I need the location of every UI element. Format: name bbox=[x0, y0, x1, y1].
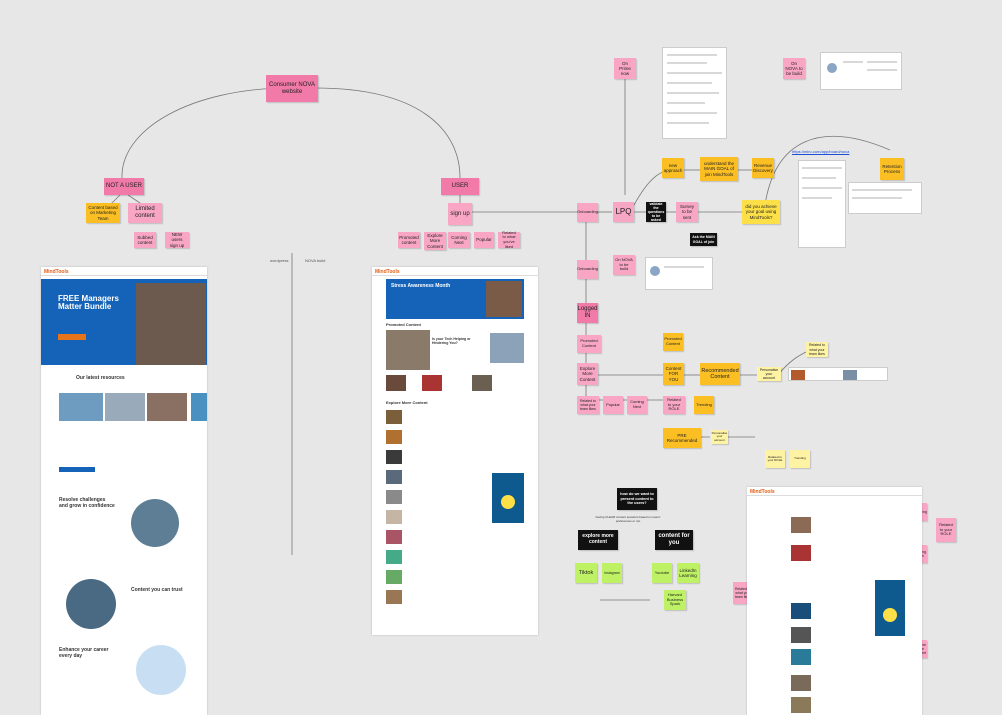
on-nova-top-note[interactable]: On NOVA to be build bbox=[783, 58, 805, 79]
yellow-mini-note[interactable]: Personalise your account bbox=[757, 367, 781, 381]
mid-hero: Stress Awareness Month bbox=[386, 279, 524, 319]
right-logo: MindTools bbox=[750, 489, 775, 495]
instagram-note[interactable]: Instagram bbox=[602, 563, 622, 583]
coming-next2-note[interactable]: Coming Next bbox=[627, 396, 647, 414]
revenue-discovery-note[interactable]: Revenue Discovery bbox=[752, 158, 774, 178]
new-users-note[interactable]: NEW users sign up bbox=[165, 232, 189, 248]
user-note[interactable]: USER bbox=[441, 178, 479, 195]
promoted-content-yellow-note[interactable]: Promoted Content bbox=[663, 333, 683, 351]
coming-next-note[interactable]: Coming Next bbox=[448, 232, 470, 248]
subbed-content-note[interactable]: Subbed content bbox=[134, 232, 156, 248]
survey-note[interactable]: Survey to be sent bbox=[676, 202, 698, 222]
promoted-content2-note[interactable]: Promoted Content bbox=[577, 335, 601, 353]
nova-screen-mockup bbox=[820, 52, 902, 90]
middle-site-mockup: MindTools Stress Awareness Month Promote… bbox=[372, 267, 538, 635]
on-prime-note[interactable]: On Prime now bbox=[614, 58, 636, 79]
left-resources-title: Our latest resources bbox=[76, 375, 125, 381]
promoted-content-note[interactable]: Promoted content bbox=[398, 232, 420, 248]
recommended-content-note[interactable]: Recommended Content bbox=[700, 363, 740, 385]
pre-recommended-note[interactable]: PRE Recommended bbox=[663, 428, 701, 448]
not-a-user-note[interactable]: NOT A USER bbox=[104, 178, 144, 195]
trending-note[interactable]: Trending bbox=[694, 396, 714, 414]
right-site-mockup: MindTools bbox=[747, 487, 922, 715]
harvard-note[interactable]: Harvard Business Spark bbox=[664, 590, 686, 610]
onboarding2-note[interactable]: Onboarding bbox=[577, 260, 598, 279]
left-resources-button[interactable] bbox=[59, 467, 95, 472]
related-team-note[interactable]: Related to what your team likes bbox=[577, 396, 599, 414]
logged-in-note[interactable]: Logged IN bbox=[577, 303, 598, 323]
content-marketing-note[interactable]: Content based on Marketing Team bbox=[86, 203, 120, 223]
explore-more-black-note[interactable]: explore more content bbox=[578, 530, 618, 550]
linkedin-note[interactable]: LinkedIn Learning bbox=[677, 563, 699, 583]
mid-promoted-title: Promoted Content bbox=[386, 322, 421, 327]
content-for-you-black-note[interactable]: content for you bbox=[655, 530, 693, 550]
recommended-screen-mockup bbox=[788, 367, 888, 381]
retention-note[interactable]: Retention Process bbox=[880, 158, 904, 180]
onboarding-screen-mockup bbox=[645, 257, 713, 290]
sign-up-note[interactable]: sign up bbox=[448, 203, 472, 225]
youtube-note[interactable]: Youtube bbox=[652, 563, 672, 583]
related-liked-note[interactable]: Related to what you've liked bbox=[498, 230, 520, 248]
mid-side-card bbox=[492, 473, 524, 523]
mid-hero-title: Stress Awareness Month bbox=[391, 283, 451, 289]
on-nova-mid-note[interactable]: On NOVA to be build bbox=[613, 255, 635, 275]
onboarding-note[interactable]: Onboarding bbox=[577, 203, 598, 222]
related-role-note[interactable]: Related to your ROLE bbox=[663, 396, 685, 414]
ask-main-goal-note[interactable]: Ask the MAIN GOAL of join bbox=[690, 233, 717, 246]
validate-questions-note[interactable]: validate the questions to be asked bbox=[646, 201, 666, 223]
mid-explore-title: Explore More Content bbox=[386, 400, 428, 405]
new-approach-note[interactable]: new approach bbox=[662, 158, 684, 178]
explore-more-note[interactable]: Explore More Content bbox=[424, 232, 446, 250]
how-present-note[interactable]: how do we want to present content to the… bbox=[617, 488, 657, 510]
survey-screen-mockup bbox=[798, 160, 846, 248]
understand-goal-note[interactable]: understand the MAIN GOAL of join MindToo… bbox=[700, 157, 738, 181]
achieve-goal-note[interactable]: did you achieve your goal using MindTool… bbox=[742, 200, 780, 224]
limited-content-note[interactable]: Limited content bbox=[128, 203, 162, 223]
right-side-card bbox=[875, 580, 905, 636]
consumer-nova-note[interactable]: Consumer NOVA website bbox=[266, 75, 318, 102]
mini-note-3[interactable]: Personalise your account bbox=[711, 430, 728, 444]
nova-build-label: NOVA build bbox=[305, 258, 326, 263]
popular2-note[interactable]: Popular bbox=[603, 396, 623, 414]
explore-more2-note[interactable]: Explore More Content bbox=[577, 363, 598, 385]
having-clear-label: having CLEAR content sessions based on u… bbox=[595, 515, 661, 523]
mini-note-4[interactable]: Related to your ROLE bbox=[765, 450, 785, 468]
mid-feature-title: Is your Tech Helping or Hindering You? bbox=[432, 337, 471, 346]
left-hero-button[interactable] bbox=[58, 334, 86, 340]
tiktok-note[interactable]: Tiktok bbox=[575, 563, 597, 583]
left-resolve-title: Resolve challenges and grow in confidenc… bbox=[59, 497, 115, 509]
left-hero-title: FREE Managers Matter Bundle bbox=[58, 294, 119, 312]
mini-note-5[interactable]: Trending bbox=[790, 450, 810, 468]
mini-note-2[interactable]: Related to what your team likes bbox=[806, 342, 828, 357]
lpq-note[interactable]: LPQ bbox=[613, 202, 634, 222]
left-content-trust: Content you can trust bbox=[131, 587, 183, 593]
retention-screen-mockup bbox=[848, 182, 922, 214]
left-hero: FREE Managers Matter Bundle bbox=[41, 279, 207, 365]
prime-screen-mockup bbox=[662, 47, 727, 139]
related-role2-note[interactable]: Related to your ROLE bbox=[936, 518, 956, 542]
left-enhance-title: Enhance your career every day bbox=[59, 647, 109, 659]
mid-logo: MindTools bbox=[375, 269, 400, 275]
left-site-mockup: MindTools FREE Managers Matter Bundle Ou… bbox=[41, 267, 207, 715]
board-link[interactable]: https://miro.com/app/board/nova bbox=[792, 149, 850, 154]
wordpress-label: wordpress bbox=[270, 258, 289, 263]
content-for-you-note[interactable]: Content FOR YOU bbox=[663, 363, 684, 385]
left-logo: MindTools bbox=[44, 269, 69, 275]
popular-note[interactable]: Popular bbox=[474, 232, 494, 248]
